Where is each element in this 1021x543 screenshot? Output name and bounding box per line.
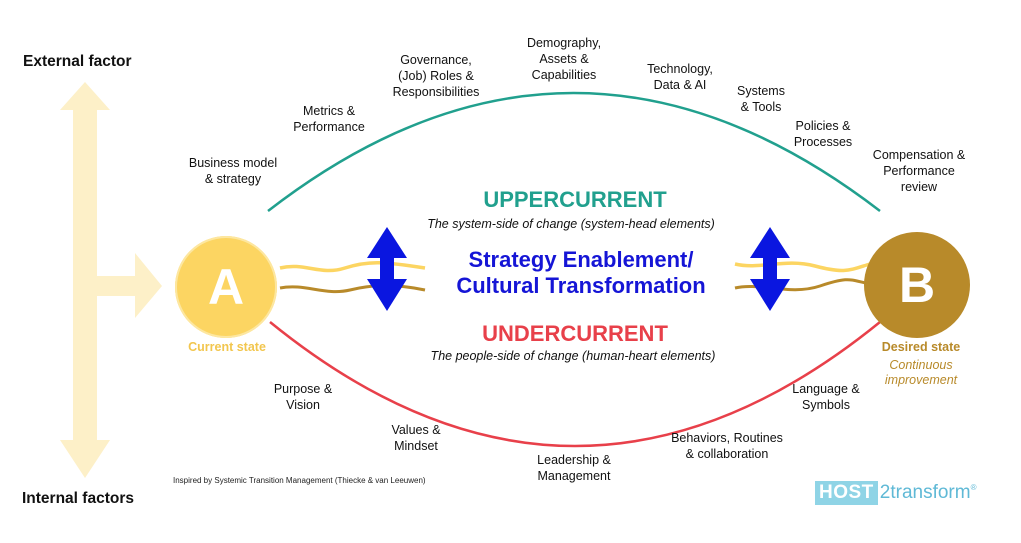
upper-item-technology: Technology, Data & AI: [647, 62, 713, 92]
uppercurrent-title: UPPERCURRENT: [483, 187, 667, 212]
undercurrent-subtitle: The people-side of change (human-heart e…: [430, 349, 716, 363]
up-down-arrow-right: [750, 227, 790, 311]
upper-item-demography: Demography, Assets & Capabilities: [526, 36, 602, 82]
logo-registered-mark: ®: [970, 483, 977, 492]
current-state-letter: A: [207, 259, 245, 315]
uppercurrent-curve: [267, 91, 881, 212]
host2transform-logo: HOST 2transform ®: [815, 481, 977, 505]
lower-item-leadership: Leadership & Management: [537, 453, 611, 483]
upper-item-policies: Policies & Processes: [793, 119, 853, 149]
wave-right-yellow: [734, 261, 871, 273]
desired-state-letter: B: [898, 257, 936, 313]
logo-host-text: HOST: [815, 481, 878, 505]
current-state-label: Current state: [188, 340, 266, 354]
up-down-arrow-left: [367, 227, 407, 311]
current-state-circle: A: [175, 236, 277, 338]
lower-item-purpose: Purpose & Vision: [273, 382, 333, 412]
undercurrent-curve: [269, 321, 881, 448]
center-title: Strategy Enablement/ Cultural Transforma…: [456, 247, 706, 298]
lower-item-language: Language & Symbols: [792, 382, 860, 412]
lower-item-values: Values & Mindset: [391, 423, 441, 453]
upper-item-metrics: Metrics & Performance: [293, 104, 365, 134]
desired-state-circle: B: [864, 232, 970, 338]
wave-left-gold: [279, 284, 426, 294]
upper-item-governance: Governance, (Job) Roles & Responsibiliti…: [392, 53, 480, 99]
internal-factors-label: Internal factors: [22, 490, 134, 507]
uppercurrent-subtitle: The system-side of change (system-head e…: [427, 217, 715, 231]
desired-state-sublabel: Continuous improvement: [884, 358, 958, 387]
upper-item-compensation: Compensation & Performance review: [872, 148, 966, 194]
credit-note: Inspired by Systemic Transition Manageme…: [173, 476, 426, 485]
logo-2transform-text: 2transform: [879, 482, 971, 503]
upper-item-systems: Systems & Tools: [737, 84, 785, 114]
undercurrent-title: UNDERCURRENT: [482, 321, 668, 346]
external-factor-label: External factor: [23, 53, 132, 70]
lower-item-behaviors: Behaviors, Routines & collaboration: [671, 431, 783, 461]
desired-state-label: Desired state: [881, 340, 961, 354]
upper-item-business-model: Business model & strategy: [188, 156, 278, 186]
wave-left-yellow: [279, 261, 426, 273]
external-internal-axis-arrow: [60, 82, 162, 478]
